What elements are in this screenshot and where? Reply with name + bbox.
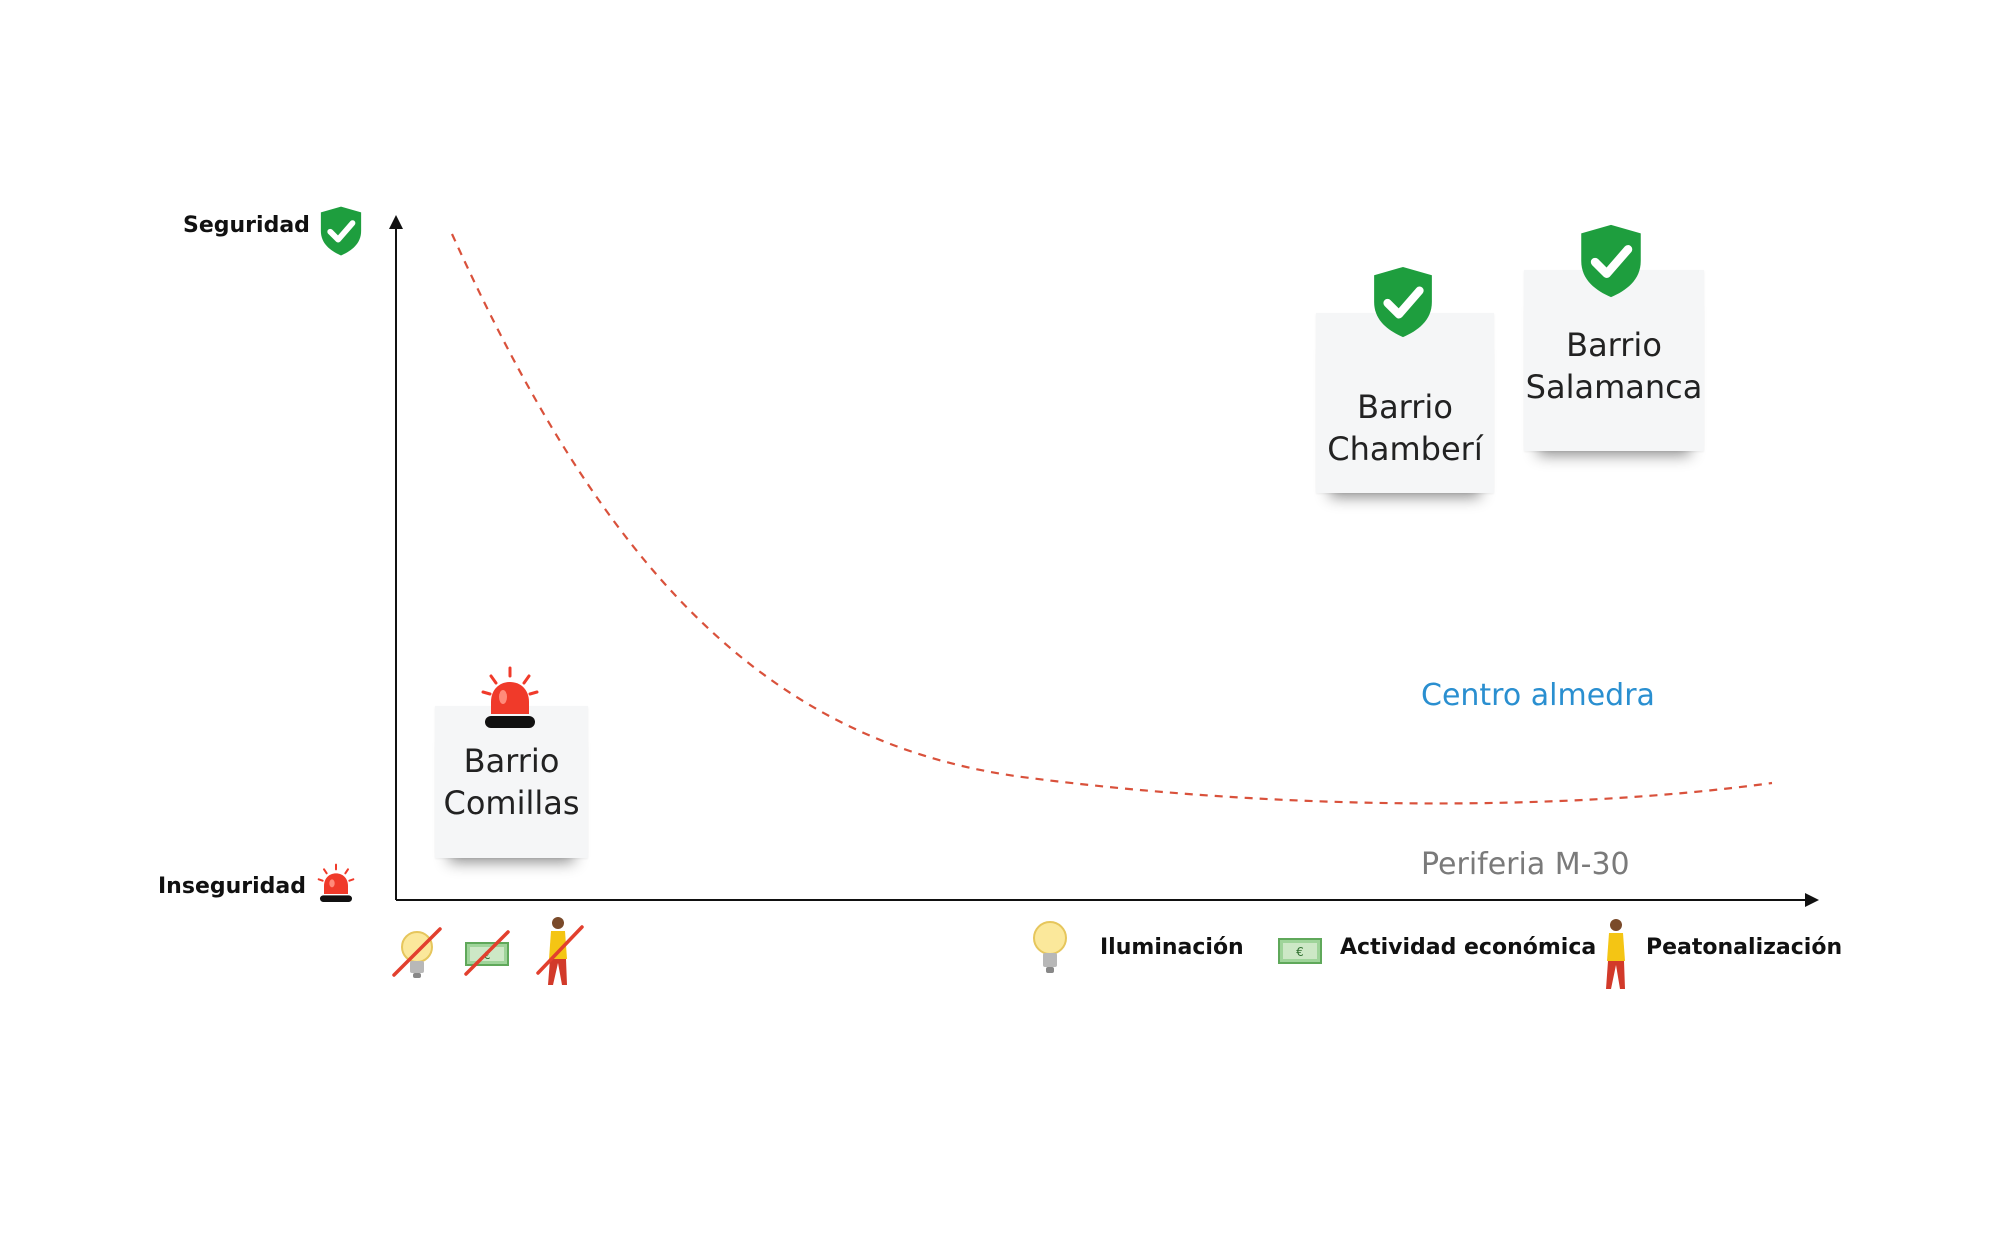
svg-text:€: € (484, 949, 491, 962)
crossed-pedestrian-icon (534, 915, 586, 995)
crossed-bulb-icon (390, 925, 444, 985)
legend-label-actividad: Actividad económica (1340, 935, 1597, 960)
note-chamberi-line2: Chamberí (1327, 430, 1483, 468)
zone-label-periferia: Periferia M-30 (1421, 847, 1630, 882)
note-salamanca-line1: Barrio (1566, 325, 1662, 364)
trend-curve (450, 233, 1773, 805)
note-barrio-salamanca: Barrio Salamanca (1524, 270, 1704, 451)
legend-label-peatonalizacion: Peatonalización (1646, 935, 1843, 960)
note-comillas-line2: Comillas (443, 784, 580, 822)
lightbulb-icon (1030, 920, 1070, 978)
note-chamberi-line1: Barrio (1357, 388, 1453, 426)
legend-label-iluminacion: Iluminación (1100, 935, 1244, 960)
note-barrio-comillas: Barrio Comillas (435, 706, 588, 858)
y-axis-top-label: Seguridad (183, 213, 310, 238)
zone-label-centro: Centro almedra (1421, 678, 1655, 713)
shield-check-icon (1577, 220, 1645, 302)
y-axis-bottom-label: Inseguridad (158, 874, 307, 899)
svg-text:€: € (1296, 945, 1304, 959)
shield-check-icon (1370, 262, 1436, 342)
crossed-money-icon: € (462, 928, 512, 978)
siren-icon (480, 666, 540, 732)
siren-icon (316, 862, 356, 906)
note-comillas-line1: Barrio (463, 742, 560, 780)
money-icon: € (1277, 933, 1323, 967)
pedestrian-icon (1600, 917, 1632, 997)
note-salamanca-line2: Salamanca (1525, 367, 1703, 406)
shield-check-icon (318, 205, 364, 257)
note-barrio-chamberi: Barrio Chamberí (1316, 313, 1494, 493)
